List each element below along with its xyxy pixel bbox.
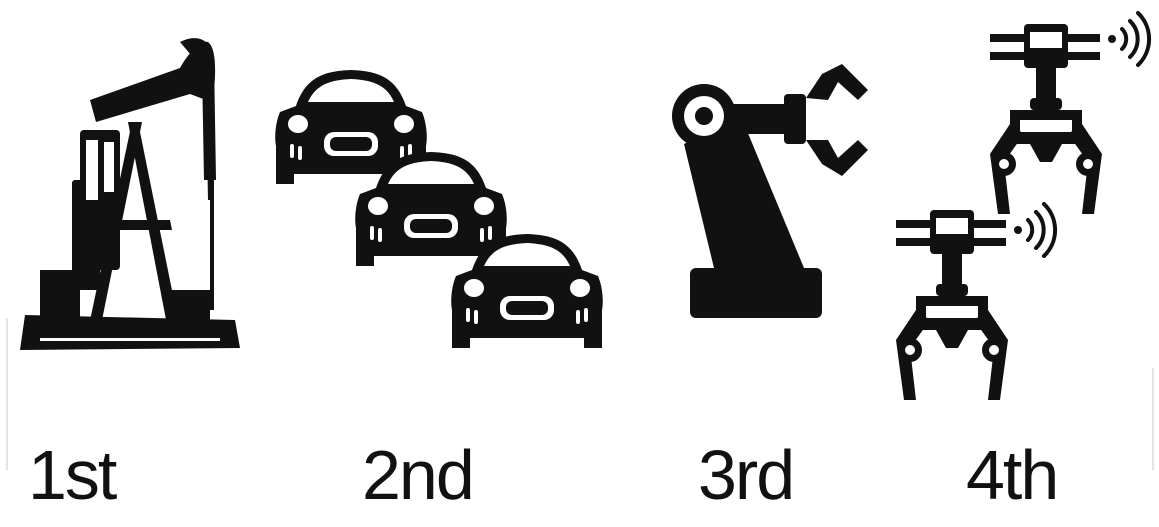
oil-pump-icon	[20, 30, 260, 360]
stage-label-1st: 1st	[28, 440, 115, 510]
stage-label-3rd: 3rd	[698, 440, 793, 510]
robotic-arm-icon	[672, 54, 872, 324]
car-assembly-icon	[272, 64, 612, 354]
wireless-robot-arms-icon	[890, 4, 1159, 414]
stage-label-2nd: 2nd	[362, 440, 473, 510]
frame-line-left	[6, 318, 8, 470]
stage-label-4th: 4th	[966, 440, 1057, 510]
